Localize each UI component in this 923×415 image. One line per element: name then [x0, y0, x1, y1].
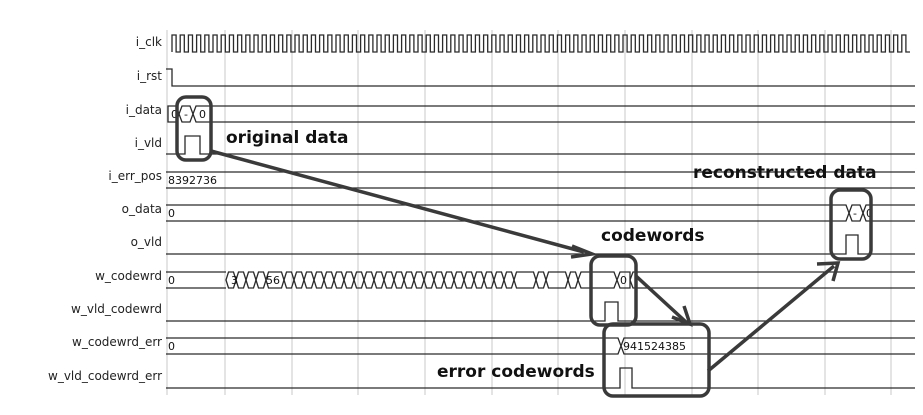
- signal-label-i_rst: i_rst: [137, 69, 163, 83]
- codeword-segment: [313, 271, 325, 289]
- codeword-segment: [383, 271, 395, 289]
- arrow-codewords-to-error: [634, 274, 688, 324]
- reconstructed-data-label: reconstructed data: [693, 163, 877, 183]
- codeword-segment: [333, 271, 345, 289]
- signal-labels: i_clk i_rst i_data i_vld i_err_pos o_dat…: [48, 35, 162, 383]
- reconstructed-data-box: [829, 188, 873, 261]
- signal-label-o_data: o_data: [122, 202, 162, 216]
- signal-label-o_vld: o_vld: [131, 235, 162, 249]
- codeword-segment: [373, 271, 385, 289]
- arrow-error-to-reconstructed: [706, 264, 836, 373]
- codeword-segment: [293, 271, 305, 289]
- codeword-segment: [567, 271, 579, 289]
- arrow-head-error: [671, 305, 693, 327]
- i_err_pos-value: 8392736: [168, 174, 217, 187]
- codeword-segment: [503, 271, 515, 289]
- w_codewrd-value: 0: [168, 274, 175, 287]
- annotation-boxes: [175, 95, 873, 398]
- i_data-value-c: 0: [199, 108, 206, 121]
- w_codewrd-waveform: 0 3 56 0: [166, 271, 915, 289]
- i_data-waveform: 0 - 0: [167, 105, 915, 123]
- signal-label-w_vld_codewrd: w_vld_codewrd: [71, 302, 162, 316]
- error-codewords-label: error codewords: [437, 362, 595, 382]
- i_data-value-b: -: [184, 108, 188, 121]
- o_data-waveform: 0 - 0: [166, 204, 915, 222]
- w_codewrd-value-b: 56: [266, 274, 280, 287]
- w_codewrd_err-value: 0: [168, 340, 175, 353]
- w_vld_codewrd-waveform: [166, 301, 915, 322]
- signal-label-w_codewrd: w_codewrd: [95, 269, 162, 283]
- signal-label-w_vld_codewrd_err: w_vld_codewrd_err: [48, 369, 162, 383]
- signal-label-i_vld: i_vld: [135, 136, 162, 150]
- codeword-segment: [323, 271, 335, 289]
- codeword-segment: [403, 271, 415, 289]
- codeword-segment: [473, 271, 485, 289]
- codeword-segment: [353, 271, 365, 289]
- clock-waveform: [171, 34, 910, 53]
- arrow-original-to-codewords: [210, 149, 585, 254]
- codeword-segment: [545, 271, 569, 289]
- o_vld-waveform: [166, 234, 915, 255]
- codeword-segment: [255, 271, 267, 289]
- codeword-segment: [535, 271, 547, 289]
- reset-waveform: [166, 68, 915, 87]
- i_data-value-a: 0: [171, 108, 178, 121]
- w_codewrd-value-a: 3: [231, 274, 238, 287]
- codeword-segment: [443, 271, 455, 289]
- codewords-label: codewords: [601, 226, 705, 246]
- codeword-segment: [453, 271, 465, 289]
- codeword-segment: [513, 271, 537, 289]
- codeword-segment: [413, 271, 425, 289]
- error-codewords-box: [602, 322, 711, 398]
- annotation-labels: original data codewords reconstructed da…: [226, 128, 877, 382]
- signal-label-w_codewrd_err: w_codewrd_err: [72, 335, 162, 349]
- arrow-head-reconstructed: [816, 261, 841, 282]
- arrow-head-codewords: [570, 244, 599, 259]
- codeword-segment: [245, 271, 257, 289]
- o_data-value-a: -: [853, 207, 857, 220]
- time-grid: [166, 30, 892, 395]
- codeword-segment: [433, 271, 445, 289]
- codeword-segment: [463, 271, 475, 289]
- i_vld-waveform: [166, 135, 915, 155]
- codeword-segment: [493, 271, 505, 289]
- signal-label-i_err_pos: i_err_pos: [108, 169, 162, 183]
- codeword-segment: [343, 271, 355, 289]
- codewords-box: [589, 254, 638, 327]
- w_vld_codewrd_err-waveform: [166, 367, 915, 389]
- w_codewrd_err-value-b: 941524385: [623, 340, 686, 353]
- w_codewrd-value-end: 0: [620, 274, 627, 287]
- annotation-arrows: [210, 149, 841, 373]
- original-data-label: original data: [226, 128, 348, 148]
- signal-label-i_clk: i_clk: [136, 35, 162, 49]
- signal-label-i_data: i_data: [126, 103, 162, 117]
- w_codewrd_err-waveform: 0 941524385: [166, 337, 915, 355]
- original-data-box: [175, 95, 213, 162]
- codeword-segment: [303, 271, 315, 289]
- codeword-segment: [393, 271, 405, 289]
- codeword-segment: [363, 271, 375, 289]
- o_data-value: 0: [168, 207, 175, 220]
